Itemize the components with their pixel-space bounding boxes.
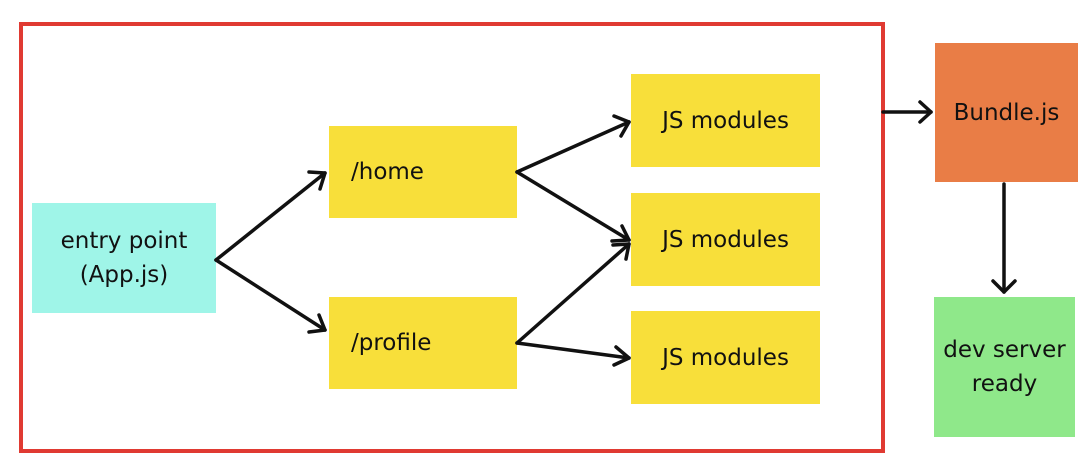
dev-server-status-label: ready (971, 371, 1038, 397)
profile-route-node: /profile (329, 297, 517, 389)
build-scope-frame (19, 22, 885, 453)
home-route-label: /home (351, 159, 424, 185)
arrow-bundle-to-server-head (991, 279, 1017, 294)
entry-point-label: entry point (60, 228, 188, 254)
dev-server-label: dev server (943, 337, 1066, 363)
dev-server-node: dev server ready (934, 297, 1075, 437)
js-modules-label-3: JS modules (662, 344, 789, 371)
bundle-node: Bundle.js (935, 43, 1078, 182)
entry-point-node: entry point (App.js) (32, 203, 216, 313)
home-route-node: /home (329, 126, 517, 218)
profile-route-label: /profile (351, 330, 432, 356)
js-modules-node-3: JS modules (631, 311, 820, 404)
js-modules-label-1: JS modules (662, 107, 789, 134)
js-modules-node-1: JS modules (631, 74, 820, 167)
bundle-label: Bundle.js (953, 99, 1060, 126)
entry-point-file-label: (App.js) (79, 262, 169, 288)
js-modules-label-2: JS modules (662, 226, 789, 253)
js-modules-node-2: JS modules (631, 193, 820, 286)
arrow-frame-to-bundle-head (918, 100, 933, 124)
